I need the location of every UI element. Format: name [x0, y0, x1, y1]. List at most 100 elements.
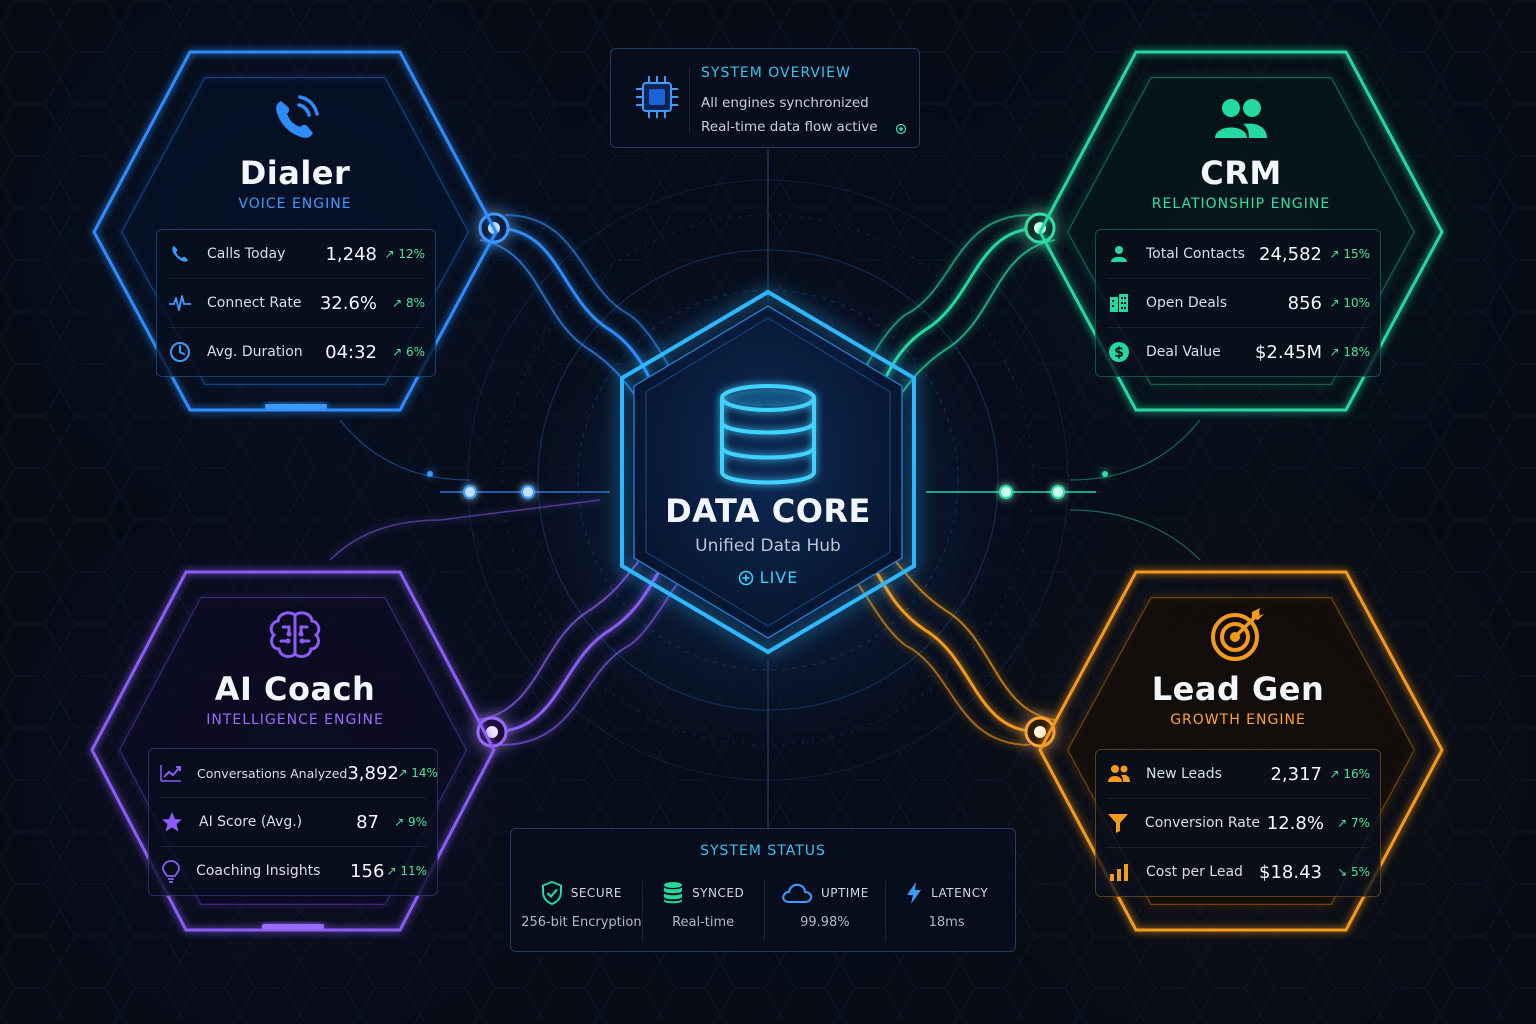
chip-icon	[636, 76, 678, 118]
lightning-icon	[907, 882, 922, 904]
cloud-icon	[782, 883, 813, 903]
metric-value: 12.8%	[1266, 812, 1324, 834]
status-value: 18ms	[928, 915, 965, 930]
status-dot-icon	[895, 123, 907, 135]
metric-trend: ↗ 18%	[1329, 345, 1370, 359]
metric-trend: ↘ 5%	[1337, 865, 1370, 879]
metric-label: Open Deals	[1146, 295, 1227, 311]
metric-label: Conversations Analyzed	[197, 765, 348, 781]
metric-row: Conversion Rate 12.8% ↗ 7%	[1106, 799, 1370, 848]
ai-coach-subtitle: INTELLIGENCE ENGINE	[206, 712, 384, 728]
lead-gen-subtitle: GROWTH ENGINE	[1170, 712, 1306, 728]
metric-value: 87	[356, 811, 379, 833]
status-value: Real-time	[672, 915, 735, 930]
metric-label: Connect Rate	[207, 295, 302, 311]
metric-label: New Leads	[1146, 766, 1222, 782]
status-item-synced: SYNCED Real-time	[643, 879, 765, 941]
metric-value: 3,892	[347, 762, 399, 784]
metric-label: Deal Value	[1146, 344, 1221, 360]
shield-icon	[541, 881, 562, 905]
divider	[689, 67, 690, 133]
system-status-panel: SYSTEM STATUS SECURE 256-bit Encryption	[510, 828, 1016, 952]
metric-row: Calls Today 1,248 ↗ 12%	[167, 230, 425, 279]
ai-coach-title: AI Coach	[214, 670, 376, 708]
lightbulb-icon	[159, 858, 182, 884]
status-label: UPTIME	[820, 886, 869, 900]
metric-trend: ↗ 11%	[386, 864, 427, 878]
dialer-title: Dialer	[239, 154, 351, 192]
metric-row: Avg. Duration 04:32 ↗ 6%	[167, 328, 425, 376]
lead-gen-engine[interactable]: Lead Gen GROWTH ENGINE	[1068, 608, 1408, 730]
phone-icon	[276, 95, 319, 138]
metric-value: 1,248	[325, 243, 377, 265]
live-indicator: LIVE	[618, 568, 918, 587]
metric-row: AI Score (Avg.) 87 ↗ 9%	[159, 798, 427, 847]
database-icon	[664, 882, 683, 904]
metric-trend: ↗ 7%	[1337, 816, 1370, 830]
status-items: SECURE 256-bit Encryption SYNCED Real-ti…	[521, 879, 1007, 941]
crm-engine[interactable]: CRM RELATIONSHIP ENGINE	[1071, 92, 1411, 214]
overview-title: SYSTEM OVERVIEW	[701, 65, 851, 81]
engine-icon-wrap	[1071, 92, 1411, 146]
users-icon	[1215, 99, 1267, 138]
star-icon	[159, 809, 185, 835]
metric-value: 04:32	[325, 341, 377, 363]
target-icon	[1211, 608, 1264, 661]
phone-icon	[167, 241, 193, 267]
ai-coach-metrics: Conversations Analyzed 3,892 ↗ 14% AI Sc…	[148, 748, 438, 896]
dialer-subtitle: VOICE ENGINE	[238, 196, 352, 212]
metric-row: Total Contacts 24,582 ↗ 15%	[1106, 230, 1370, 279]
metric-label: Coaching Insights	[196, 863, 321, 879]
metric-row: Connect Rate 32.6% ↗ 8%	[167, 279, 425, 328]
metric-row: Cost per Lead $18.43 ↘ 5%	[1106, 848, 1370, 896]
engine-icon-wrap	[125, 608, 465, 662]
chart-line-icon	[159, 760, 183, 786]
user-icon	[1106, 241, 1132, 267]
status-item-uptime: UPTIME 99.98%	[765, 879, 887, 941]
svg-text:$: $	[1114, 345, 1124, 361]
overview-line-2: Real-time data flow active	[701, 119, 878, 135]
metric-value: $18.43	[1259, 861, 1322, 883]
lead-gen-title: Lead Gen	[1151, 670, 1325, 708]
metric-trend: ↗ 8%	[392, 296, 425, 310]
clock-icon	[167, 339, 193, 365]
metric-trend: ↗ 15%	[1329, 247, 1370, 261]
metric-trend: ↗ 14%	[397, 766, 438, 780]
metric-label: Calls Today	[207, 246, 286, 262]
metric-row: $ Deal Value $2.45M ↗ 18%	[1106, 328, 1370, 376]
funnel-icon	[1106, 810, 1131, 836]
status-value: 256-bit Encryption	[521, 915, 642, 930]
overview-line-1: All engines synchronized	[701, 95, 869, 111]
metric-trend: ↗ 12%	[384, 247, 425, 261]
metric-label: Conversion Rate	[1144, 815, 1260, 831]
ai-coach-engine[interactable]: AI Coach INTELLIGENCE ENGINE	[125, 608, 465, 730]
status-label: LATENCY	[931, 886, 989, 900]
metric-label: Cost per Lead	[1146, 864, 1243, 880]
dialer-engine[interactable]: Dialer VOICE ENGINE	[125, 92, 465, 214]
metric-trend: ↗ 16%	[1329, 767, 1370, 781]
metric-value: 24,582	[1259, 243, 1322, 265]
live-icon	[738, 570, 753, 585]
metric-row: Conversations Analyzed 3,892 ↗ 14%	[159, 749, 438, 798]
status-value: 99.98%	[800, 915, 850, 930]
metric-row: Coaching Insights 156 ↗ 11%	[159, 847, 427, 895]
brain-icon	[269, 611, 321, 658]
metric-label: Total Contacts	[1146, 246, 1245, 262]
status-item-latency: LATENCY 18ms	[886, 879, 1007, 941]
metric-trend: ↗ 10%	[1329, 296, 1370, 310]
metric-value: 32.6%	[319, 292, 377, 314]
metric-trend: ↗ 9%	[394, 815, 427, 829]
metric-trend: ↗ 6%	[392, 345, 425, 359]
core-database-icon	[720, 384, 816, 485]
dollar-icon: $	[1106, 339, 1132, 365]
crm-metrics: Total Contacts 24,582 ↗ 15% Open Deals 8…	[1095, 229, 1381, 377]
metric-row: Open Deals 856 ↗ 10%	[1106, 279, 1370, 328]
data-core-subtitle: Unified Data Hub	[695, 536, 841, 556]
crm-subtitle: RELATIONSHIP ENGINE	[1151, 196, 1331, 212]
metric-value: 156	[350, 860, 385, 882]
engine-icon-wrap	[1068, 608, 1408, 662]
metric-label: Avg. Duration	[207, 344, 303, 360]
pulse-icon	[167, 290, 193, 316]
live-label: LIVE	[759, 568, 799, 587]
